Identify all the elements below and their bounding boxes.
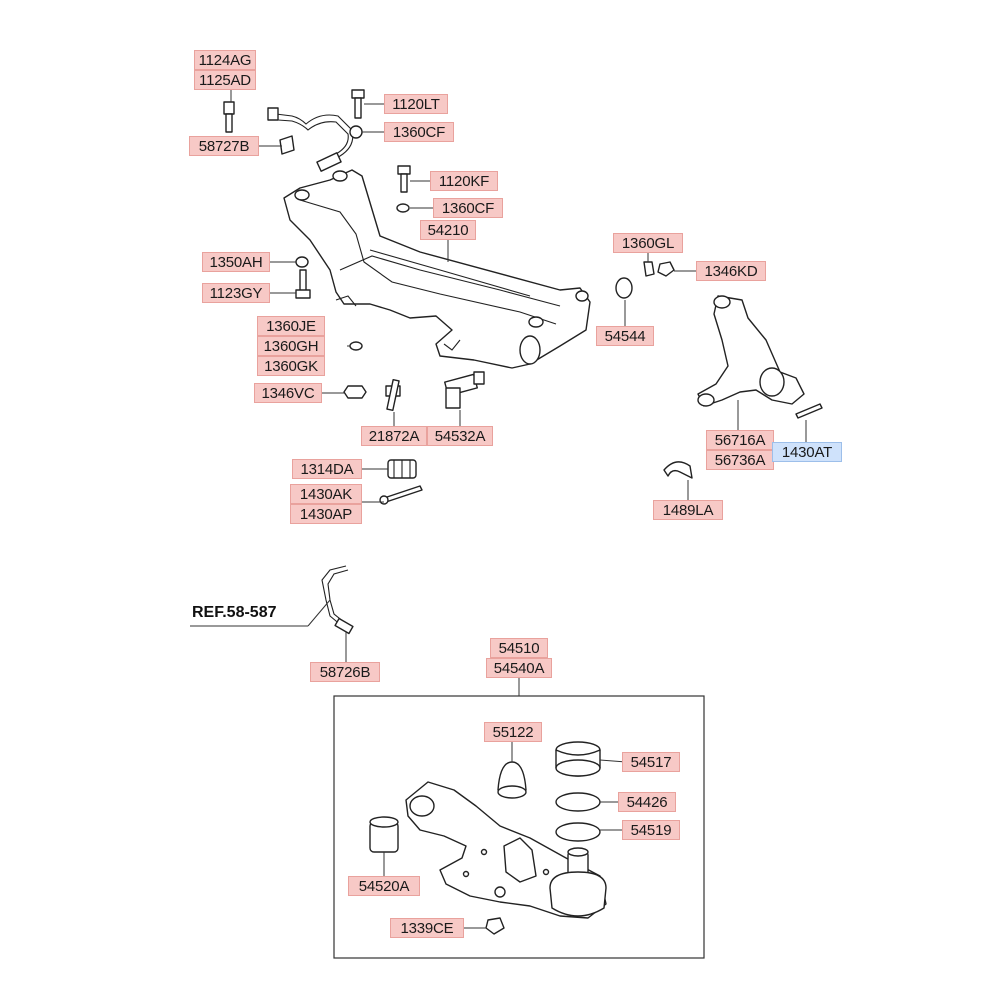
label-56716A[interactable]: 56716A — [706, 430, 774, 450]
washer-1360CF-mid — [396, 203, 410, 213]
nut-1346VC — [343, 385, 367, 399]
label-54426[interactable]: 54426 — [618, 792, 676, 812]
label-1360CF-mid[interactable]: 1360CF — [433, 198, 503, 218]
leader-lines — [190, 89, 807, 929]
label-54540A[interactable]: 54540A — [486, 658, 552, 678]
nut-1339CE — [485, 917, 505, 935]
nut-1350AH — [295, 256, 309, 268]
label-1346KD[interactable]: 1346KD — [696, 261, 766, 281]
label-55122[interactable]: 55122 — [484, 722, 542, 742]
label-54510[interactable]: 54510 — [490, 638, 548, 658]
label-54532A[interactable]: 54532A — [427, 426, 493, 446]
reference-note: REF.58-587 — [192, 604, 277, 621]
nut-1346KD — [657, 261, 675, 277]
label-58726B[interactable]: 58726B — [310, 662, 380, 682]
sensor-cable-58726B — [321, 565, 354, 635]
label-1346VC[interactable]: 1346VC — [254, 383, 322, 403]
label-1360GH[interactable]: 1360GH — [257, 336, 325, 356]
bolt-1120KF — [397, 165, 411, 193]
pin-1430AT — [795, 403, 823, 419]
label-1314DA[interactable]: 1314DA — [292, 459, 362, 479]
label-21872A[interactable]: 21872A — [361, 426, 427, 446]
label-1360CF-top[interactable]: 1360CF — [384, 122, 454, 142]
label-1125AD[interactable]: 1125AD — [194, 70, 256, 90]
brake-hose — [267, 107, 354, 172]
label-54519[interactable]: 54519 — [622, 820, 680, 840]
knuckle-56716A — [697, 295, 805, 407]
snap-ring-54519 — [555, 822, 601, 842]
label-1120KF[interactable]: 1120KF — [430, 171, 498, 191]
washer-1360JE — [349, 341, 363, 351]
pin-1360GL — [643, 261, 655, 277]
pin-54532A — [443, 371, 485, 409]
label-1124AG[interactable]: 1124AG — [194, 50, 256, 70]
bolt-21872A — [385, 379, 401, 411]
cap-54544 — [615, 277, 633, 299]
bolt-1123GY — [295, 269, 311, 299]
ring-54426 — [555, 792, 601, 812]
bushing-54520A — [369, 816, 399, 853]
label-54517[interactable]: 54517 — [622, 752, 680, 772]
bump-stopper-55122 — [497, 761, 527, 799]
label-1430AK[interactable]: 1430AK — [290, 484, 362, 504]
clip-1489LA — [663, 461, 693, 479]
label-1430AP[interactable]: 1430AP — [290, 504, 362, 524]
label-1430AT[interactable]: 1430AT — [772, 442, 842, 462]
cotter-pin-1430AK — [379, 485, 423, 505]
clip-58727B — [279, 135, 295, 155]
label-54210[interactable]: 54210 — [420, 220, 476, 240]
bolt-1120LT — [351, 89, 365, 119]
dust-cover-54517 — [555, 741, 601, 777]
label-1123GY[interactable]: 1123GY — [202, 283, 270, 303]
label-1360GK[interactable]: 1360GK — [257, 356, 325, 376]
bolt-1124AG — [223, 101, 235, 133]
label-54544[interactable]: 54544 — [596, 326, 654, 346]
nut-1314DA — [387, 459, 417, 479]
label-1360GL[interactable]: 1360GL — [613, 233, 683, 253]
label-58727B[interactable]: 58727B — [189, 136, 259, 156]
washer-1360CF — [349, 125, 363, 139]
label-1489LA[interactable]: 1489LA — [653, 500, 723, 520]
label-54520A[interactable]: 54520A — [348, 876, 420, 896]
ball-joint-54510 — [549, 847, 607, 917]
label-1360JE[interactable]: 1360JE — [257, 316, 325, 336]
label-1350AH[interactable]: 1350AH — [202, 252, 270, 272]
label-1120LT[interactable]: 1120LT — [384, 94, 448, 114]
crossmember-54210 — [283, 169, 591, 369]
label-1339CE[interactable]: 1339CE — [390, 918, 464, 938]
label-56736A[interactable]: 56736A — [706, 450, 774, 470]
